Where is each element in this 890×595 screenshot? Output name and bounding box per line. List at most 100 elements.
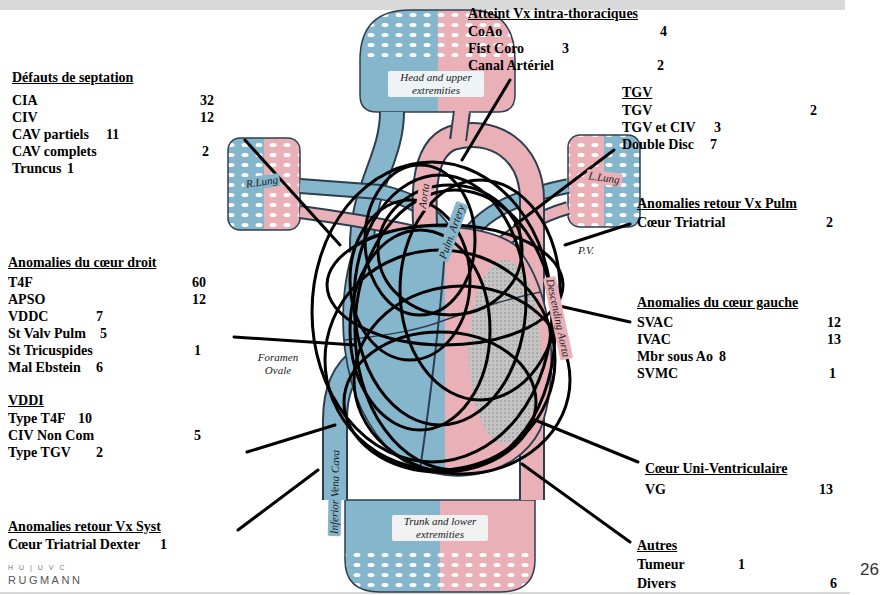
case-count: 6 bbox=[96, 360, 103, 376]
anatomy-label: Aorta bbox=[416, 181, 433, 212]
defect-label: TGV bbox=[622, 103, 652, 119]
septum bbox=[420, 250, 445, 470]
lesion-ellipse bbox=[400, 180, 560, 400]
case-count: 8 bbox=[719, 349, 726, 365]
category-heading: Autres bbox=[637, 538, 677, 554]
capillary-net bbox=[228, 138, 300, 230]
defect-label: Double Disc bbox=[622, 137, 694, 153]
anatomy-label: Inferior Vena Cava bbox=[328, 448, 343, 537]
defect-label: SVMC bbox=[637, 366, 678, 382]
case-count: 11 bbox=[106, 127, 119, 143]
case-count: 2 bbox=[657, 58, 664, 74]
trunk-bed bbox=[340, 495, 540, 595]
defect-label: Tumeur bbox=[637, 557, 685, 573]
category-heading: Anomalies retour Vx Syst bbox=[8, 519, 161, 535]
defect-label: Divers bbox=[637, 576, 676, 592]
defect-label: CIA bbox=[12, 93, 38, 109]
logo-text: RUGMANN bbox=[8, 574, 82, 587]
category-heading: Cœur Uni-Ventriculaire bbox=[645, 461, 787, 477]
defect-label: Type TGV bbox=[8, 445, 71, 461]
anatomy-label: Descending Aorta bbox=[543, 276, 573, 360]
anatomy-label: L.Lung bbox=[586, 169, 623, 187]
leader-line bbox=[535, 420, 638, 462]
case-count: 60 bbox=[192, 275, 206, 291]
case-count: 12 bbox=[192, 292, 206, 308]
category-heading: Anomalies retour Vx Pulm bbox=[637, 196, 797, 212]
category-heading: Atteint Vx intra-thoraciques bbox=[468, 6, 638, 22]
anatomy-label: R.Lung bbox=[243, 173, 281, 191]
defect-label: Type T4F bbox=[8, 411, 65, 427]
leader-line bbox=[522, 464, 630, 542]
lesion-ellipse bbox=[365, 165, 475, 315]
lesion-ellipses bbox=[312, 162, 570, 474]
defect-label: Fist Coro bbox=[468, 41, 524, 57]
anatomy-label: Pulm. Artery bbox=[436, 201, 469, 262]
case-count: 10 bbox=[78, 411, 92, 427]
case-count: 1 bbox=[67, 161, 74, 177]
leader-line bbox=[555, 305, 630, 322]
case-count: 2 bbox=[96, 445, 103, 461]
case-count: 1 bbox=[738, 557, 745, 573]
category-heading: TGV bbox=[622, 85, 652, 101]
case-count: 5 bbox=[100, 326, 107, 342]
case-count: 7 bbox=[710, 137, 717, 153]
defect-label: CIV bbox=[12, 110, 38, 126]
lesion-ellipse bbox=[355, 190, 555, 470]
lesion-ellipse bbox=[312, 162, 552, 462]
case-count: 2 bbox=[810, 103, 817, 119]
leader-line bbox=[515, 150, 614, 225]
category-heading: VDDI bbox=[8, 393, 44, 409]
defect-label: APSO bbox=[8, 292, 45, 308]
capillary-net bbox=[345, 552, 535, 592]
trunk-bed-outline bbox=[345, 500, 535, 592]
defect-label: CAV complets bbox=[12, 144, 97, 160]
defect-label: VG bbox=[645, 482, 666, 498]
defect-label: Mal Ebstein bbox=[8, 360, 81, 376]
logo-text: H U | U V C bbox=[8, 563, 66, 572]
defect-label: Cœur Triatrial Dexter bbox=[8, 537, 140, 553]
category-heading: Défauts de septation bbox=[12, 70, 133, 86]
defect-label: TGV et CIV bbox=[622, 120, 696, 136]
case-count: 1 bbox=[160, 537, 167, 553]
defect-label: St Valv Pulm bbox=[8, 326, 86, 342]
case-count: 12 bbox=[200, 110, 214, 126]
defect-label: CoAo bbox=[468, 24, 502, 40]
defect-label: Mbr sous Ao bbox=[637, 349, 713, 365]
defect-label: St Tricuspides bbox=[8, 343, 93, 359]
defect-label: IVAC bbox=[637, 332, 671, 348]
defect-label: CIV Non Com bbox=[8, 428, 94, 444]
case-count: 13 bbox=[827, 332, 841, 348]
leader-line bbox=[238, 470, 318, 530]
anatomy-label: Head and upper extremities bbox=[388, 71, 484, 97]
case-count: 6 bbox=[830, 576, 837, 592]
lesion-ellipse bbox=[378, 185, 522, 315]
lung-outline bbox=[228, 138, 300, 230]
case-count: 3 bbox=[714, 120, 721, 136]
page-number: 26 bbox=[860, 560, 879, 580]
leader-line bbox=[245, 140, 340, 245]
carotid-branch bbox=[458, 110, 462, 142]
defect-label: Cœur Triatrial bbox=[637, 215, 725, 231]
defect-label: Truncus bbox=[12, 161, 62, 177]
leader-line bbox=[565, 224, 630, 245]
case-count: 1 bbox=[194, 343, 201, 359]
case-count: 3 bbox=[562, 41, 569, 57]
case-count: 5 bbox=[194, 428, 201, 444]
leader-line bbox=[234, 337, 355, 345]
anatomy-label: Trunk and lower extremities bbox=[392, 515, 488, 541]
lesion-ellipse bbox=[344, 332, 536, 472]
case-count: 32 bbox=[200, 93, 214, 109]
case-count: 13 bbox=[819, 482, 833, 498]
case-count: 1 bbox=[829, 366, 836, 382]
defect-label: SVAC bbox=[637, 315, 673, 331]
leader-lines bbox=[234, 80, 638, 542]
defect-label: CAV partiels bbox=[12, 127, 89, 143]
category-heading: Anomalies du cœur droit bbox=[8, 255, 156, 271]
defect-label: VDDC bbox=[8, 309, 48, 325]
defect-label: T4F bbox=[8, 275, 33, 291]
anatomy-label: P.V. bbox=[576, 244, 596, 257]
case-count: 4 bbox=[660, 24, 667, 40]
category-heading: Anomalies du cœur gauche bbox=[637, 295, 798, 311]
case-count: 12 bbox=[827, 315, 841, 331]
